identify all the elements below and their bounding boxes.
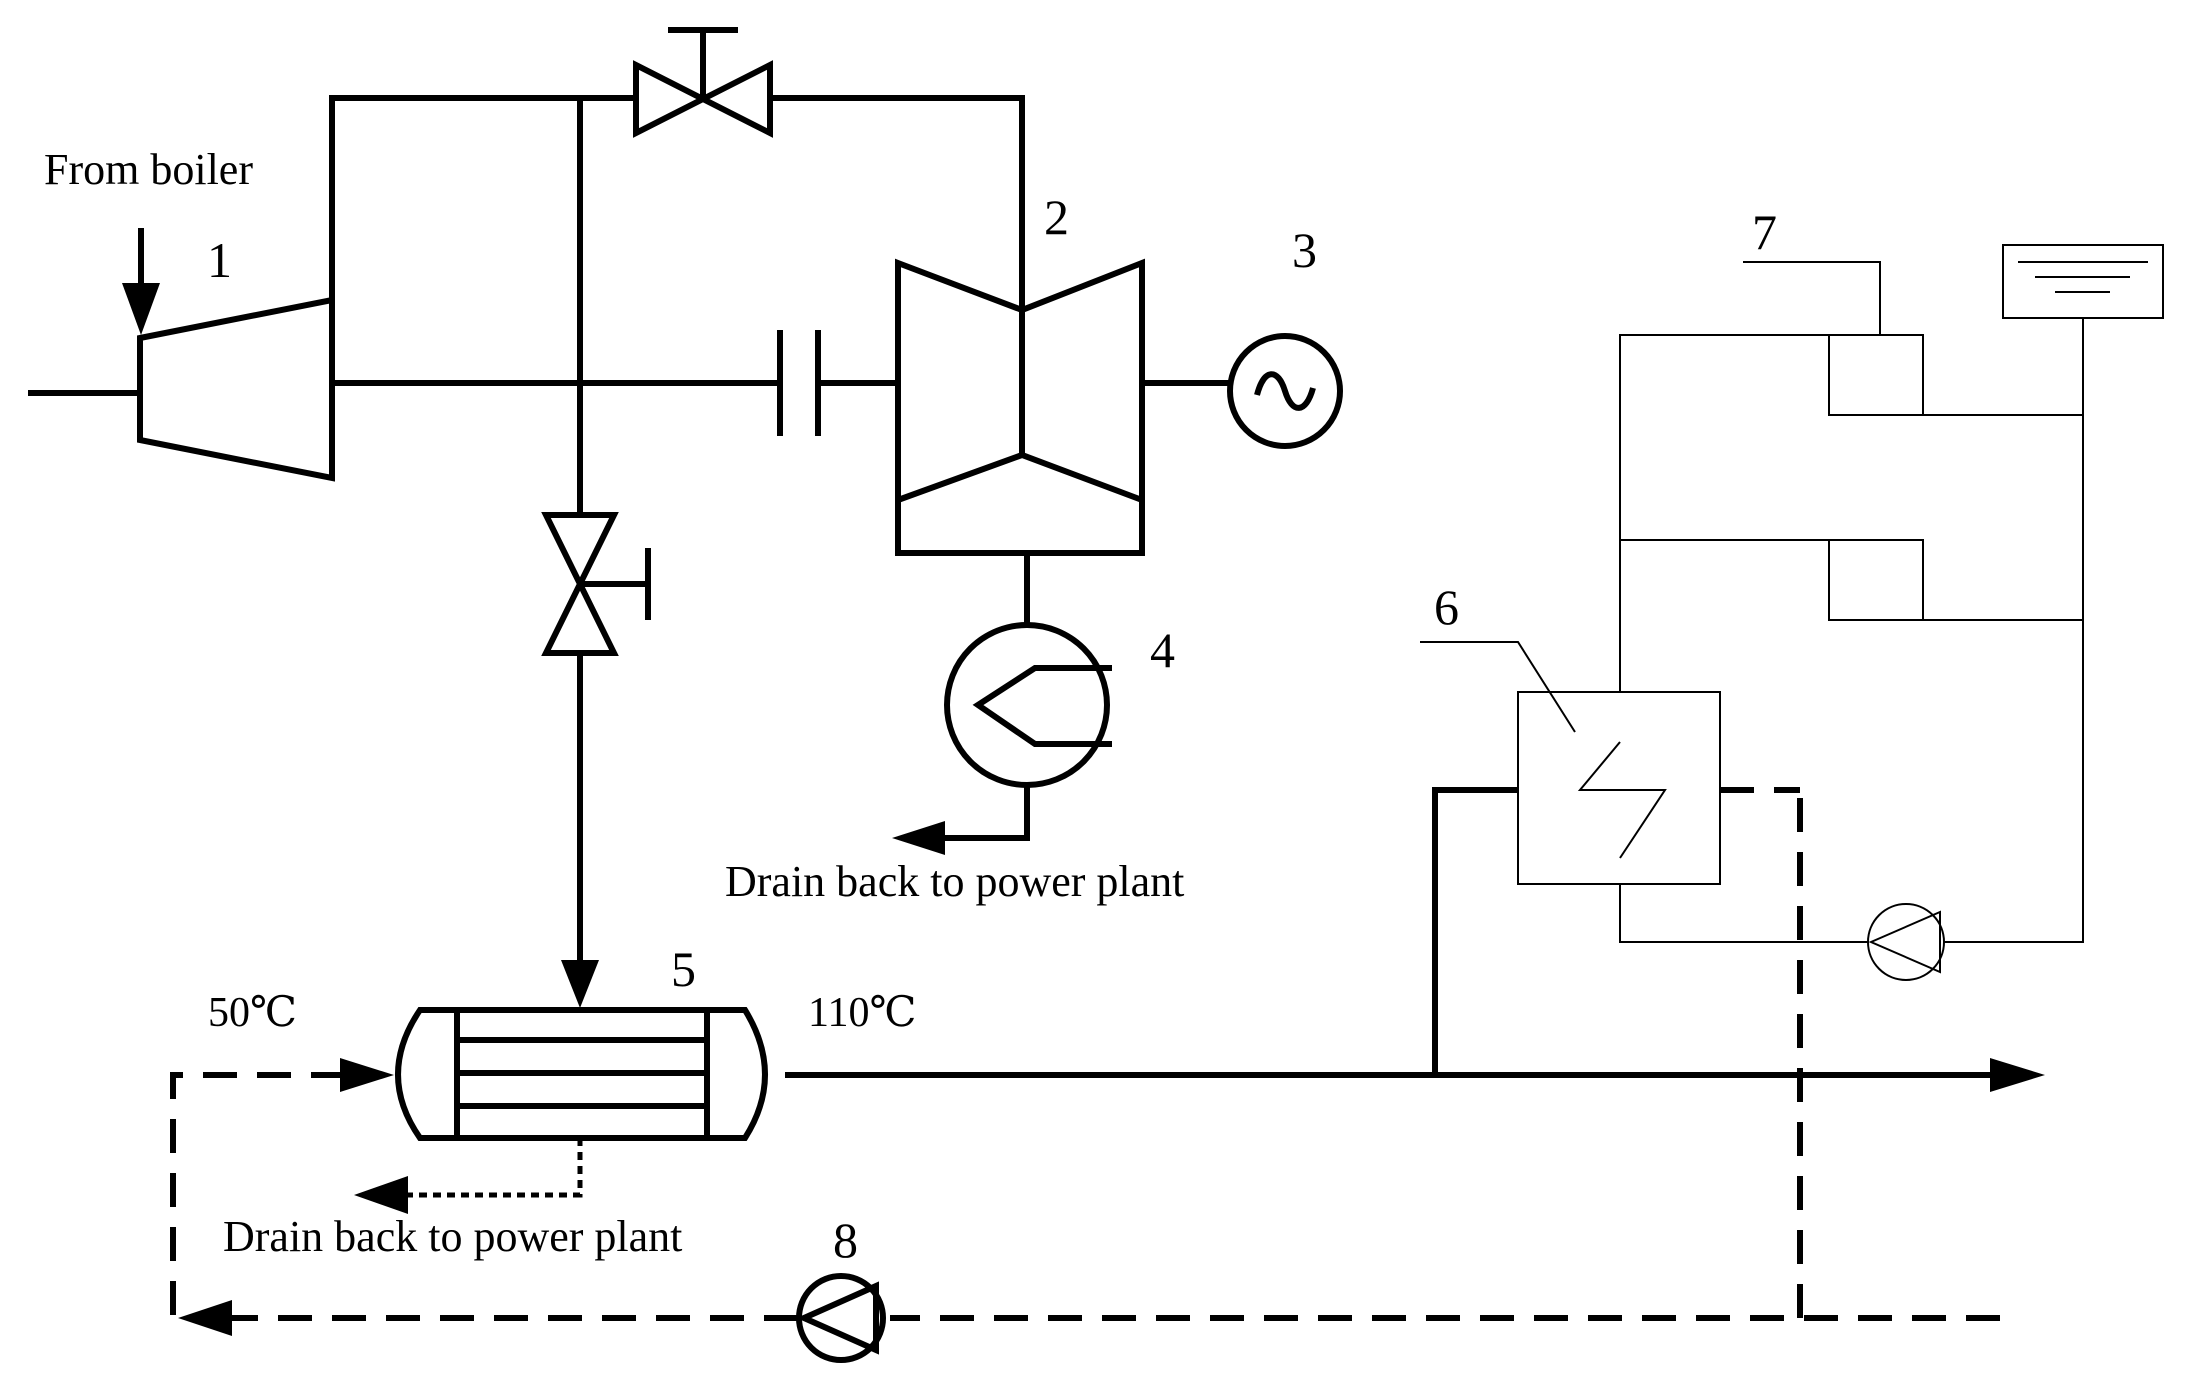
label-temp-in: 50℃ — [208, 990, 297, 1036]
label-temp-out: 110℃ — [808, 990, 917, 1036]
component-number-7: 7 — [1752, 204, 1777, 260]
main-steam-pipes — [329, 95, 1025, 962]
bypass-valve — [633, 27, 773, 138]
component-4-condenser — [930, 622, 1112, 841]
component-2-turbine — [895, 258, 1230, 625]
label-drain-heater: Drain back to power plant — [223, 1212, 683, 1261]
return-water-inlet — [170, 1058, 394, 1315]
component-8-pump — [796, 1273, 886, 1363]
component-5-heat-exchanger — [395, 1007, 768, 1141]
return-water-arrow — [178, 1300, 232, 1336]
component-3-generator — [1227, 333, 1343, 449]
return-water-line — [225, 787, 2000, 1321]
component-1-expander — [28, 296, 335, 482]
boiler-inlet-arrow — [122, 228, 160, 335]
label-from-boiler: From boiler — [44, 145, 253, 194]
component-number-2: 2 — [1044, 189, 1069, 245]
component-6-exchanger — [1420, 641, 1721, 885]
component-number-4: 4 — [1150, 622, 1175, 678]
condenser-drain-arrow — [892, 821, 945, 855]
component-number-1: 1 — [207, 232, 232, 288]
component-number-8: 8 — [833, 1212, 858, 1268]
extraction-valve — [541, 512, 651, 656]
component-number-5: 5 — [671, 941, 696, 997]
component-number-6: 6 — [1434, 579, 1459, 635]
steam-to-heater-arrow — [561, 960, 599, 1008]
component-7-radiators — [1619, 244, 2164, 981]
shaft-coupling — [777, 330, 898, 436]
label-drain-condenser: Drain back to power plant — [725, 857, 1185, 906]
heater-drain-line — [354, 1138, 583, 1214]
component-number-3: 3 — [1292, 222, 1317, 278]
